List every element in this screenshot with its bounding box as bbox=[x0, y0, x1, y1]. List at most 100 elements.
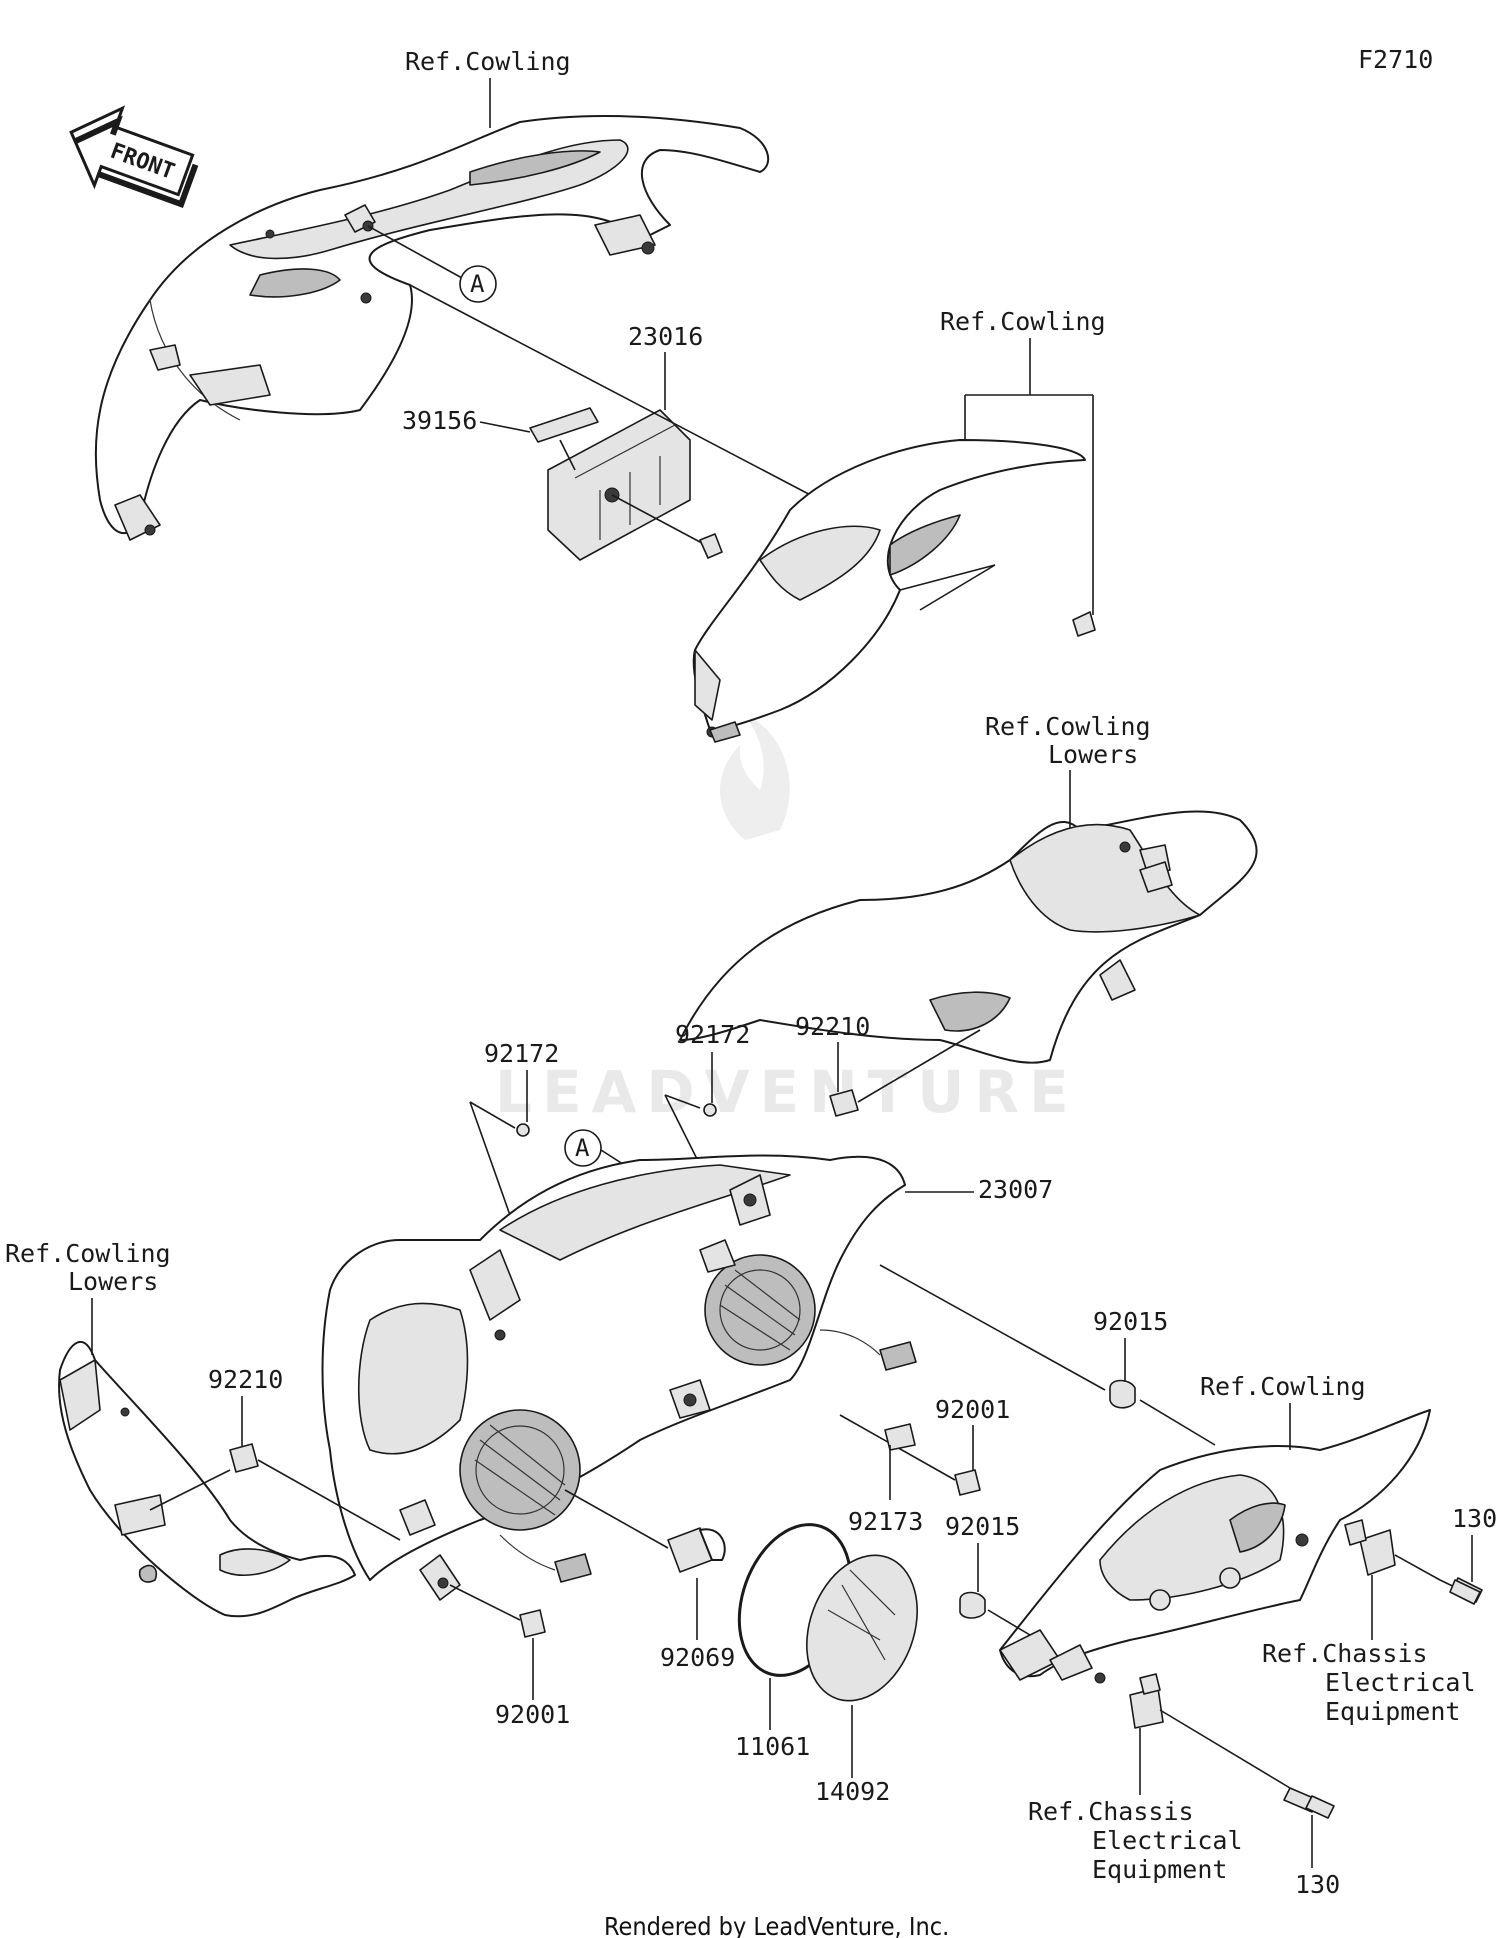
upper-cowling-vent bbox=[469, 150, 601, 186]
upper-cowling-assembly bbox=[94, 115, 770, 541]
headlight-left-ring bbox=[475, 1425, 565, 1515]
label-ref-chassis-b-2: Electrical bbox=[1092, 1826, 1243, 1855]
headlight-tab-screw bbox=[437, 1577, 449, 1589]
headlight-tab-left bbox=[419, 1554, 461, 1601]
lowers-left-vent bbox=[114, 1494, 166, 1536]
label-ref-cowling-right: Ref.Cowling bbox=[1200, 1372, 1366, 1401]
label-ref-cowling-lowers-right-2: Lowers bbox=[1048, 740, 1138, 769]
lowers-right-box bbox=[929, 991, 1011, 1032]
right-cowling-tab-2 bbox=[1049, 1644, 1093, 1681]
upper-cowling-bracket bbox=[189, 364, 271, 406]
upper-cowling-clip-2 bbox=[149, 344, 181, 371]
mid-cowling-body bbox=[692, 439, 1086, 731]
diagram-code: F2710 bbox=[1358, 45, 1433, 74]
watermark: LEADVENTURE bbox=[495, 712, 1079, 1126]
label-39156: 39156 bbox=[402, 406, 477, 435]
bolt-92001-upper bbox=[954, 1469, 981, 1496]
front-arrow-icon: FRONT bbox=[69, 105, 199, 209]
upper-cowling-body bbox=[94, 115, 770, 535]
lowers-right-hole bbox=[1119, 841, 1131, 853]
label-92069: 92069 bbox=[660, 1643, 735, 1672]
bracket-23016-bolt bbox=[699, 533, 723, 559]
headlight-left-cover bbox=[357, 1302, 469, 1455]
right-cowling-hole-2 bbox=[1149, 1589, 1171, 1611]
headlight-wire-left bbox=[499, 1534, 556, 1571]
lowers-left-hole bbox=[138, 1564, 158, 1583]
lowers-left-front bbox=[59, 1359, 101, 1431]
grommet-92172-right bbox=[703, 1103, 717, 1117]
mid-cowling-screw-part bbox=[1072, 611, 1096, 637]
mid-cowling-vent bbox=[889, 514, 961, 576]
label-92001-upper: 92001 bbox=[935, 1395, 1010, 1424]
mid-cowling-assembly bbox=[692, 439, 1096, 743]
upper-cowling-slot bbox=[249, 268, 341, 298]
callout-a-top-icon bbox=[459, 265, 497, 303]
headlight-top-rail bbox=[499, 1164, 791, 1261]
label-92172-right: 92172 bbox=[675, 1020, 750, 1049]
label-11061: 11061 bbox=[735, 1732, 810, 1761]
label-130-upper: 130 bbox=[1452, 1504, 1497, 1533]
label-ref-cowling-mid: Ref.Cowling bbox=[940, 307, 1106, 336]
label-ref-chassis-a-3: Equipment bbox=[1325, 1697, 1460, 1726]
label-ref-cowling-top: Ref.Cowling bbox=[405, 47, 571, 76]
callout-a-mid: A bbox=[575, 1134, 590, 1162]
right-cowling-vent bbox=[1229, 1502, 1286, 1553]
clip-92173 bbox=[884, 1423, 916, 1451]
label-ref-chassis-b-1: Ref.Chassis bbox=[1028, 1797, 1194, 1826]
headlight-clip-bottom bbox=[399, 1499, 436, 1536]
cowling-lowers-right bbox=[679, 810, 1258, 1064]
watermark-text: LEADVENTURE bbox=[495, 1058, 1079, 1126]
watermark-flame-icon bbox=[720, 712, 790, 840]
bolt-130-upper-head bbox=[1449, 1579, 1481, 1605]
label-92210-right: 92210 bbox=[795, 1012, 870, 1041]
headlight-right-grille bbox=[719, 1269, 801, 1351]
label-92172-left: 92172 bbox=[484, 1039, 559, 1068]
lowers-right-upper bbox=[1009, 823, 1201, 933]
upper-cowling-hole-2 bbox=[360, 292, 372, 304]
label-23007: 23007 bbox=[978, 1175, 1053, 1204]
lowers-left-screw bbox=[120, 1407, 130, 1417]
relay-bracket-upper-tab bbox=[1344, 1519, 1367, 1546]
cowling-lowers-left bbox=[58, 1340, 356, 1618]
right-cowling-screw bbox=[1295, 1533, 1309, 1547]
headlight-connector-right bbox=[879, 1341, 917, 1371]
headlight-wire-right bbox=[819, 1329, 881, 1356]
grommet-92015-upper bbox=[1109, 1379, 1136, 1409]
upper-cowling-screw bbox=[144, 524, 156, 536]
headlight-right-ring bbox=[719, 1269, 801, 1351]
upper-cowling-mount-screw bbox=[641, 241, 655, 255]
label-130-lower: 130 bbox=[1295, 1870, 1340, 1899]
upper-cowling-edge bbox=[149, 299, 241, 421]
label-92210-left: 92210 bbox=[208, 1365, 283, 1394]
cap-14092-body bbox=[806, 1554, 918, 1702]
pad-39156 bbox=[529, 407, 599, 443]
mid-cowling-tab-2 bbox=[709, 721, 741, 743]
label-ref-chassis-a-1: Ref.Chassis bbox=[1262, 1639, 1428, 1668]
label-92001-lower: 92001 bbox=[495, 1700, 570, 1729]
footer-credit: Rendered by LeadVenture, Inc. bbox=[604, 1912, 949, 1938]
clip-92210-right bbox=[829, 1089, 859, 1117]
headlight-left-mount bbox=[469, 1249, 521, 1321]
bulb-92069-glass bbox=[699, 1528, 726, 1561]
upper-cowling-mount bbox=[594, 214, 656, 256]
grommet-92015-lower bbox=[959, 1591, 986, 1619]
clip-92210-left bbox=[229, 1443, 259, 1473]
mid-cowling-inner bbox=[759, 525, 881, 601]
bracket-23016-bolt-line bbox=[611, 494, 716, 551]
headlight-clip-top bbox=[699, 1239, 736, 1273]
bolt-92001-lower bbox=[519, 1609, 546, 1638]
bracket-23016 bbox=[547, 409, 723, 561]
bolt-130-lower-head bbox=[1305, 1795, 1335, 1819]
lowers-right-grommet bbox=[1139, 861, 1173, 893]
label-ref-chassis-b-3: Equipment bbox=[1092, 1855, 1227, 1884]
label-23016: 23016 bbox=[628, 322, 703, 351]
label-ref-chassis-a-2: Electrical bbox=[1325, 1668, 1476, 1697]
bracket-23016-body bbox=[547, 409, 691, 561]
headlight-connector-left bbox=[554, 1553, 592, 1583]
label-92015-lower: 92015 bbox=[945, 1512, 1020, 1541]
relay-bracket-lower-tab bbox=[1139, 1673, 1161, 1695]
grommet-92172-left bbox=[516, 1123, 530, 1137]
upper-cowling-hole bbox=[265, 229, 275, 239]
right-cowling-assembly bbox=[999, 1409, 1431, 1684]
